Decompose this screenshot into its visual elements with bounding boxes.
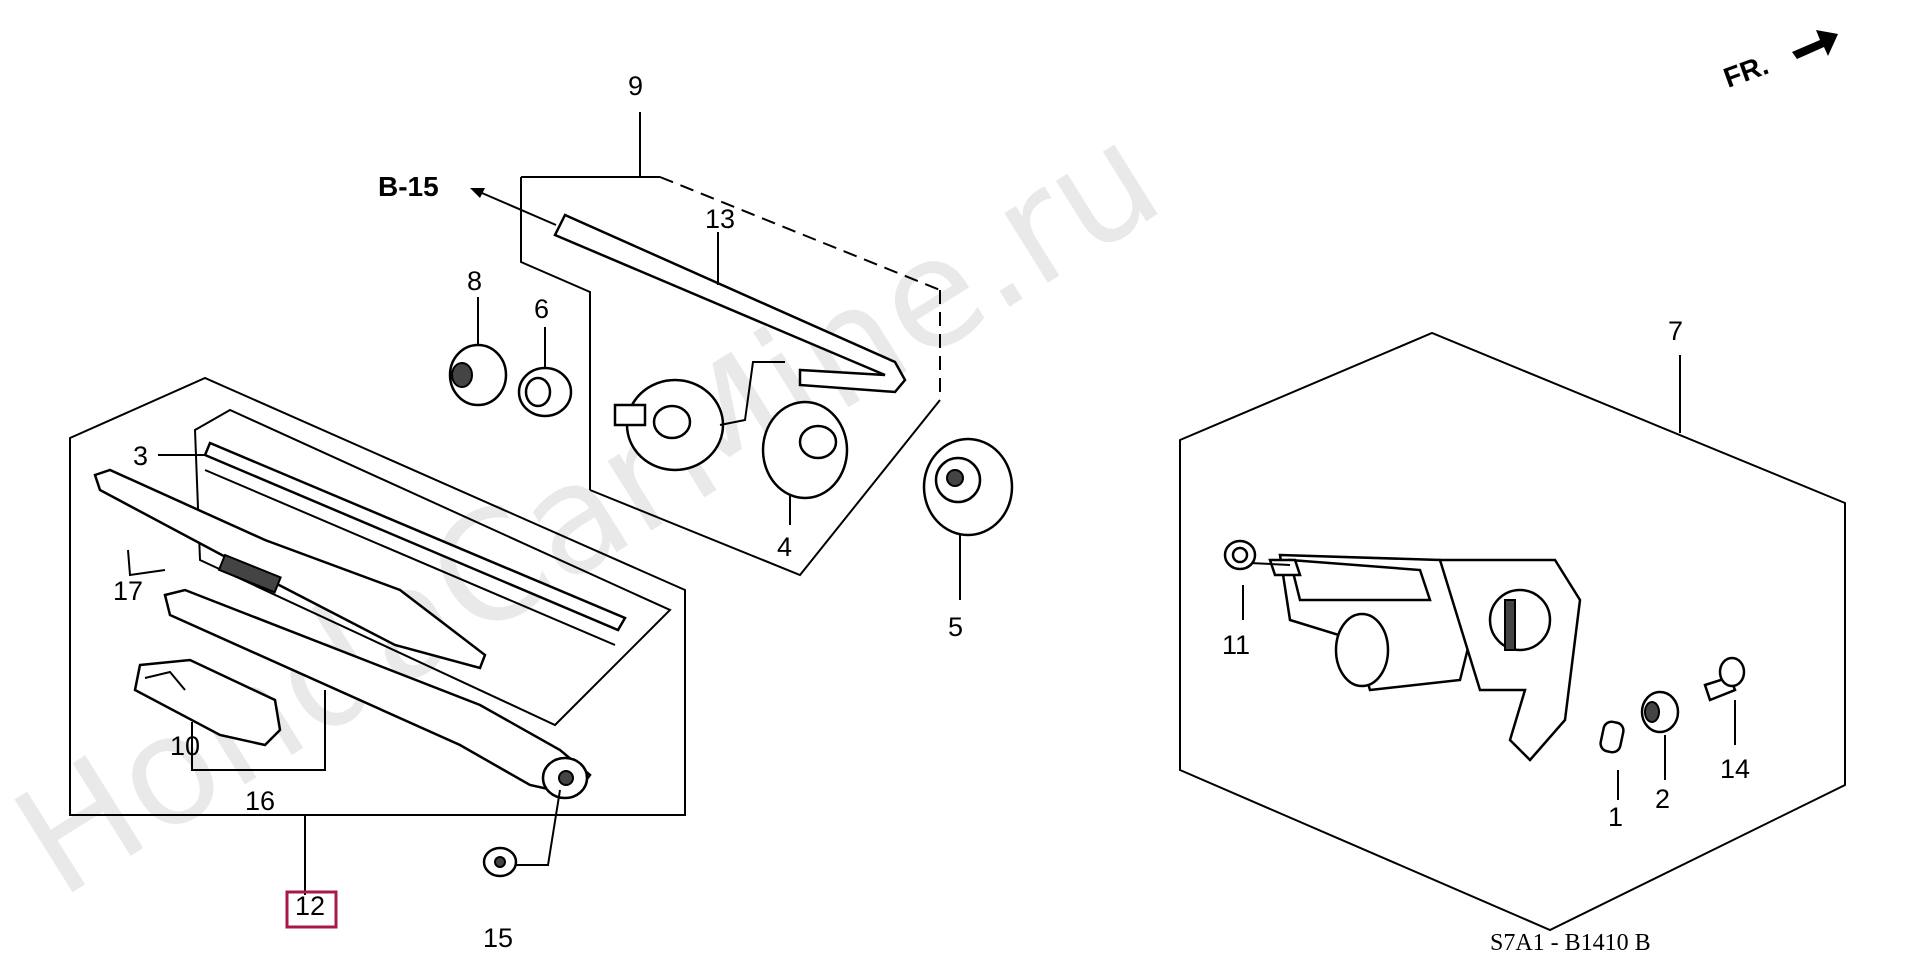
- front-arrow-icon: [1792, 30, 1838, 59]
- callout-6: 6: [534, 294, 549, 324]
- callout-12: 12: [295, 891, 325, 921]
- callout-7: 7: [1668, 316, 1683, 346]
- wiper-motor: [1249, 553, 1582, 762]
- bushing: [448, 343, 508, 407]
- washer-pivot-group: [470, 112, 941, 577]
- callout-10: 10: [170, 731, 200, 761]
- reference-label: B-15: [378, 171, 439, 202]
- callout-16: 16: [245, 786, 275, 816]
- callout-3: 3: [133, 441, 148, 471]
- wiper-blade: [93, 468, 487, 670]
- callout-2: 2: [1655, 784, 1670, 814]
- mounting-bolt: [1703, 656, 1746, 702]
- callout-9: 9: [628, 71, 643, 101]
- outer-grommet: [922, 437, 1014, 537]
- callout-12-highlight: [285, 890, 338, 929]
- callout-13: 13: [705, 204, 735, 234]
- wiper-motor-group: [1179, 331, 1846, 932]
- pivot-seal: [613, 378, 725, 472]
- diagram-code: S7A1 - B1410 B: [1490, 930, 1651, 956]
- front-label: FR.: [1719, 49, 1772, 94]
- collar: [1599, 720, 1625, 754]
- callout-5: 5: [948, 612, 963, 642]
- callout-1: 1: [1608, 802, 1623, 832]
- shaft-seal: [1223, 539, 1257, 571]
- cushion: [1640, 690, 1680, 734]
- callout-14: 14: [1720, 754, 1750, 784]
- wiper-arm-assembly-group: [69, 376, 686, 895]
- washer-tube: [553, 213, 907, 394]
- callout-8: 8: [467, 266, 482, 296]
- front-direction-indicator: FR.: [1719, 30, 1838, 94]
- mounting-nut: [482, 846, 518, 878]
- blade-rubber-refill: [203, 441, 627, 632]
- pivot-grommet: [761, 400, 849, 500]
- callout-15: 15: [483, 923, 513, 953]
- callout-11: 11: [1222, 630, 1250, 660]
- seal-washer: [517, 366, 573, 418]
- callout-4: 4: [777, 532, 792, 562]
- arm-cover-cap: [133, 658, 282, 747]
- callout-17: 17: [113, 576, 143, 606]
